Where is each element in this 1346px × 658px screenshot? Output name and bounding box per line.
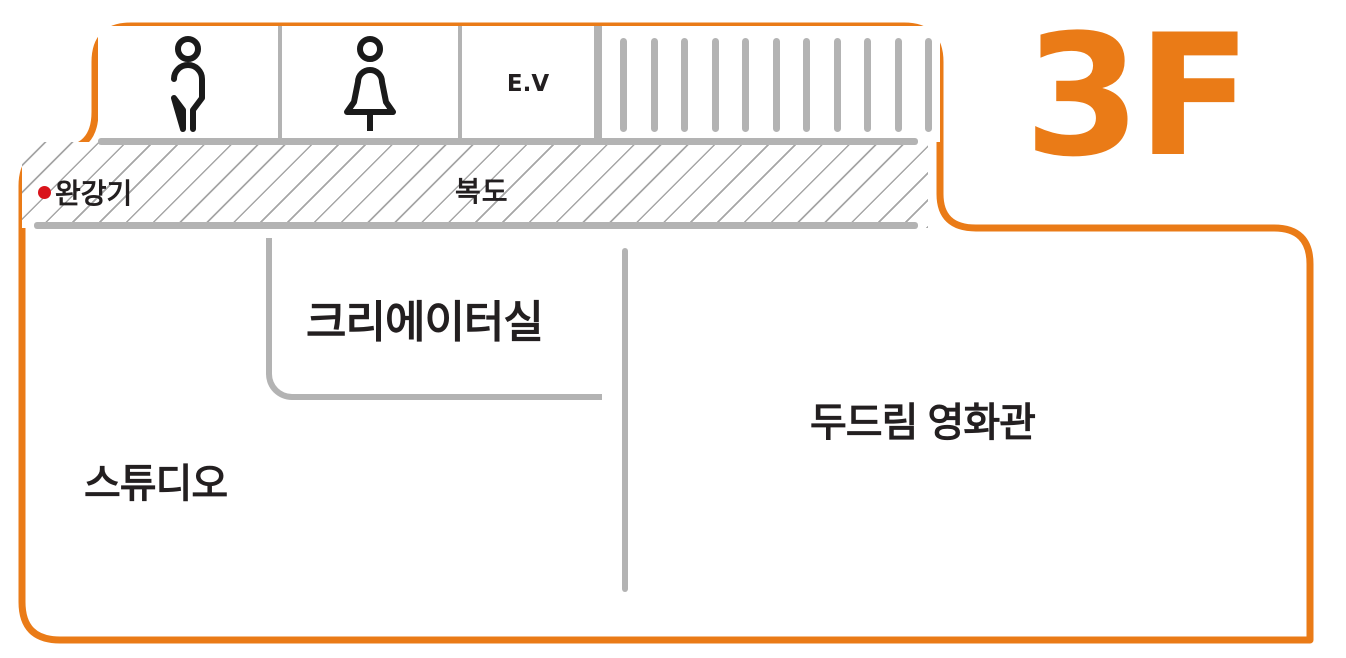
corridor-top-wall <box>98 138 918 145</box>
stair-tread <box>681 38 688 132</box>
stair-tread <box>772 38 780 132</box>
corridor-bottom-wall <box>34 222 918 229</box>
cinema-divider-wall <box>622 248 628 592</box>
stair-tread <box>833 38 841 132</box>
red-dot-icon <box>38 185 51 199</box>
stair-tread <box>620 38 627 132</box>
stair-tread <box>803 38 810 132</box>
top-room-row: E.V <box>98 26 940 142</box>
stair-tread <box>711 38 719 132</box>
room-male-restroom[interactable] <box>98 26 282 142</box>
room-label-cinema: 두드림 영화관 <box>810 401 1036 445</box>
escape-device-marker[interactable]: 완강기 <box>38 172 132 212</box>
room-label-creator-room: 크리에이터실 <box>306 298 544 347</box>
stairs-left-wall <box>598 26 602 142</box>
corridor-label: 복도 <box>455 176 509 207</box>
room-elevator[interactable]: E.V <box>462 26 598 142</box>
stair-tread <box>742 38 749 132</box>
creator-room-wall <box>266 238 602 400</box>
female-restroom-icon <box>344 36 396 131</box>
escape-device-label: 완강기 <box>55 178 133 209</box>
stairs-icon <box>620 38 932 132</box>
corridor-area <box>22 142 928 228</box>
room-female-restroom[interactable] <box>282 26 462 142</box>
stair-tread <box>864 38 871 132</box>
elevator-label: E.V <box>506 71 550 97</box>
room-stairs[interactable] <box>598 26 940 142</box>
male-restroom-icon <box>171 36 205 132</box>
floor-number-label: 3F <box>1024 0 1252 194</box>
stair-tread <box>650 38 658 132</box>
stair-tread <box>894 38 902 132</box>
room-label-studio: 스튜디오 <box>84 462 228 506</box>
stair-tread <box>925 38 932 132</box>
